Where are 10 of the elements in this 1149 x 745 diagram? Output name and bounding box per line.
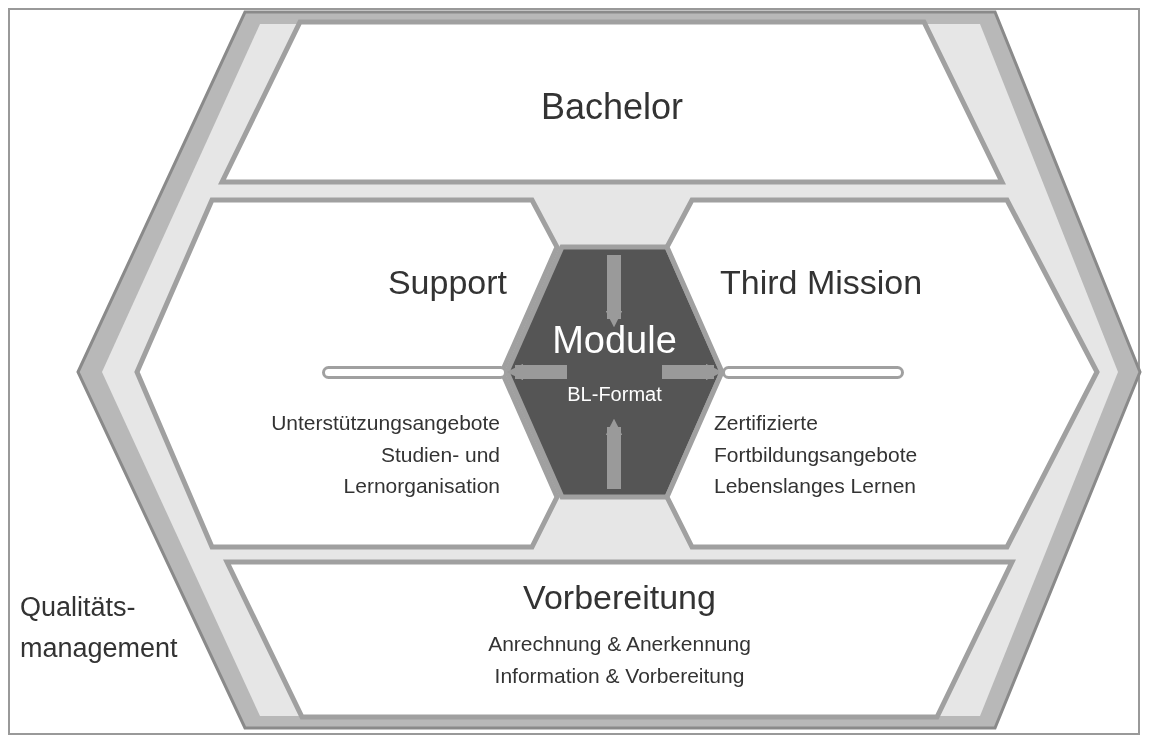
section-text: Zertifizierte Fortbildungsangebote Lebenslanges Lernen — [714, 410, 919, 499]
frame-label: Qualitäts- management — [20, 591, 179, 665]
divider-bar — [722, 366, 904, 379]
quality-frame — [8, 8, 1140, 735]
center-text: BL-Format — [566, 382, 663, 407]
center-title: Module — [551, 318, 678, 363]
section-title: Third Mission — [720, 262, 924, 303]
divider-bar — [322, 366, 507, 379]
section-title: Support — [386, 262, 507, 303]
section-text: Unterstützungsangebote Studien- und Lernorganisation — [270, 410, 500, 499]
